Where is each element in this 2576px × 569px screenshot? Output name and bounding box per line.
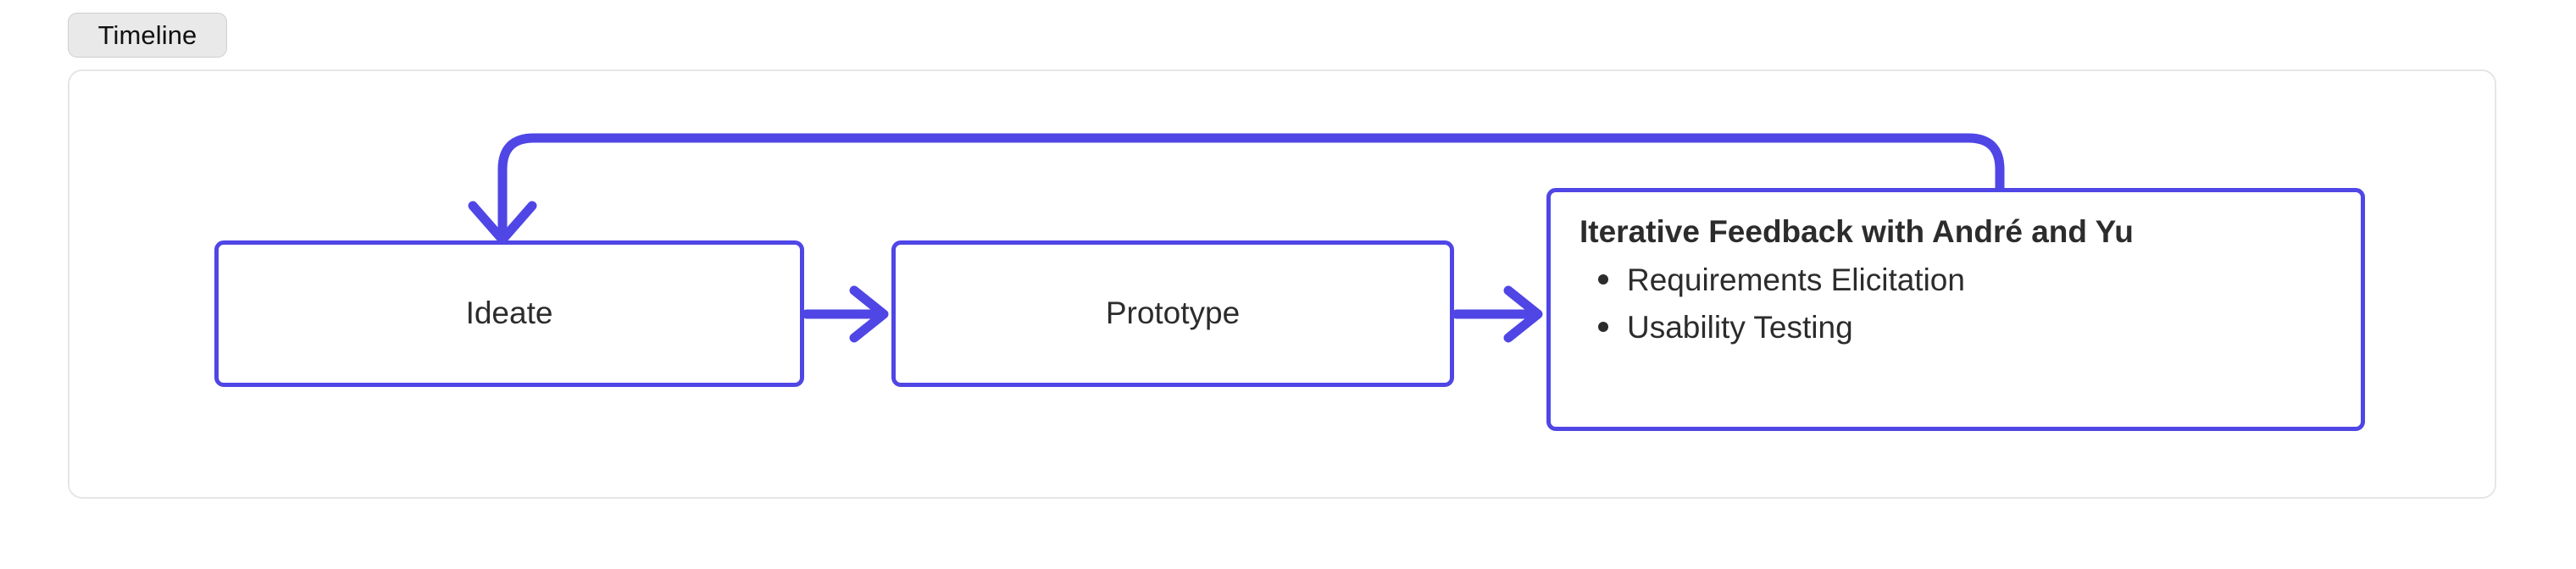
bullet-icon [1598, 274, 1608, 285]
flow-node-iterative-feedback[interactable]: Iterative Feedback with André and Yu Req… [1546, 188, 2365, 431]
flow-node-ideate-label: Ideate [465, 296, 553, 331]
list-item: Usability Testing [1579, 312, 2332, 343]
list-item-label: Usability Testing [1627, 309, 1853, 345]
list-item: Requirements Elicitation [1579, 264, 2332, 296]
flow-node-iterative-feedback-list: Requirements Elicitation Usability Testi… [1579, 264, 2332, 343]
flow-node-iterative-feedback-title: Iterative Feedback with André and Yu [1579, 214, 2134, 249]
bullet-icon [1598, 322, 1608, 333]
timeline-badge[interactable]: Timeline [68, 13, 227, 58]
flow-node-ideate[interactable]: Ideate [214, 240, 804, 387]
flow-node-prototype[interactable]: Prototype [891, 240, 1454, 387]
timeline-badge-label: Timeline [97, 20, 197, 50]
list-item-label: Requirements Elicitation [1627, 262, 1965, 297]
flow-node-prototype-label: Prototype [1105, 296, 1241, 331]
